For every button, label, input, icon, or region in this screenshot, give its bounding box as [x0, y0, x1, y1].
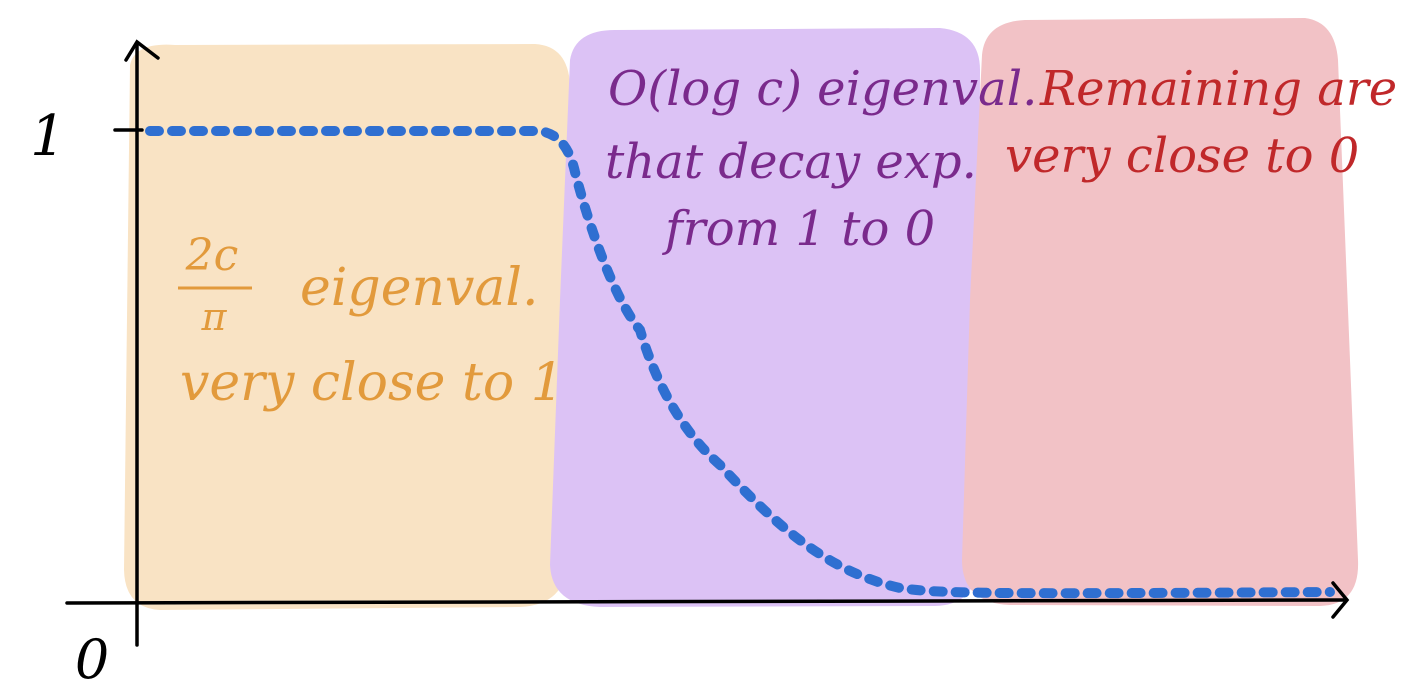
region-first-fraction-denominator: π [201, 295, 228, 339]
region-second-line2: that decay exp. [605, 134, 977, 190]
origin-label-0: 0 [75, 628, 109, 691]
region-second-line3: from 1 to 0 [662, 201, 935, 257]
axes [65, 39, 1350, 647]
x-axis [65, 598, 1345, 605]
region-first-fraction-numerator: 2c [185, 230, 239, 281]
region-second-label: O(log c) eigenval. that decay exp. from … [605, 61, 1037, 257]
region-third-line2: very close to 0 [1005, 128, 1359, 184]
region-second-background [550, 28, 980, 607]
eigenvalue-decay-curve [145, 126, 1335, 599]
region-first-line1-rest: eigenval. [300, 258, 539, 318]
region-third-line1: Remaining are [1039, 61, 1397, 117]
region-first-line2: very close to 1 [180, 353, 564, 413]
region-first-background [124, 44, 570, 610]
x-axis-arrowhead [1331, 581, 1350, 619]
y-tick-label-1: 1 [30, 104, 66, 169]
y-axis-arrowhead [124, 39, 160, 62]
region-third-background [962, 18, 1359, 606]
region-first-label: 2c π eigenval. very close to 1 [178, 230, 564, 413]
region-third-label: Remaining are very close to 0 [1005, 61, 1397, 184]
region-second-line1: O(log c) eigenval. [608, 61, 1037, 117]
